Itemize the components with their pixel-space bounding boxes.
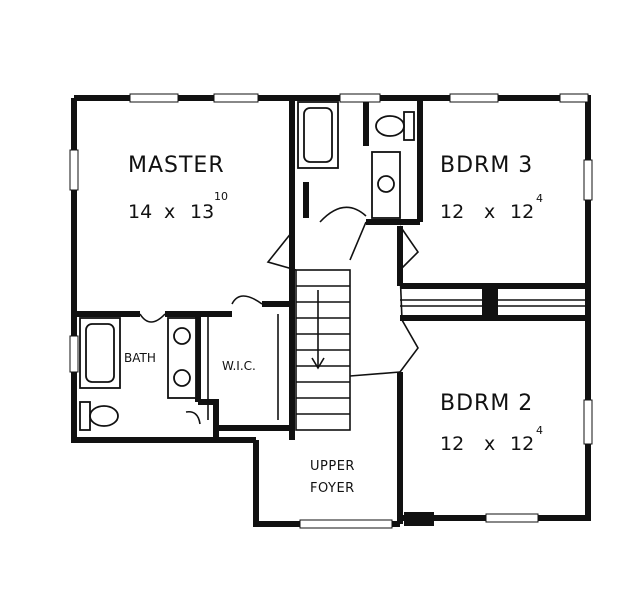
room-dim-bdrm2-sup: 4 [536,424,543,437]
room-dim-bdrm2-a: 12 [440,433,464,455]
room-name-bdrm2: BDRM 2 [440,391,533,416]
windows [69,93,593,529]
toilet-master [79,401,91,431]
closet-column [482,286,498,318]
room-name-master: MASTER [128,153,225,178]
foyer-label-line1: UPPER [310,459,355,474]
doors [139,206,367,425]
corner-block [404,512,434,526]
foyer-label-line2: FOYER [310,481,355,496]
stair-treads [296,285,350,415]
room-dim-bdrm3-a: 12 [440,201,464,223]
door-wic [231,295,263,305]
wall-master-left [71,98,256,443]
room-name-bdrm3: BDRM 3 [440,153,533,178]
room-labels: MASTER 14 x 13 10 BDRM 3 12 x 12 4 BDRM … [124,153,543,496]
staircase [295,269,401,431]
fixtures [79,101,415,431]
wall-right-lower [400,314,591,521]
wall-bath-closet [198,399,219,440]
toilet-hall [403,111,415,141]
closet-between-bedrooms [400,286,588,318]
room-dim-master-b: 13 [190,201,214,223]
hall-railing [266,221,420,373]
room-dim-master-a: 14 [128,201,152,223]
stair-arrowhead [311,357,325,370]
room-name-bath: BATH [124,351,156,365]
door-master-bath [139,313,166,323]
door-hall-bath [319,206,367,223]
room-dim-bdrm3-b: 12 [510,201,534,223]
room-dim-master-x: x [164,201,175,223]
room-dim-bdrm2-b: 12 [510,433,534,455]
room-dim-bdrm3-x: x [484,201,495,223]
room-dim-bdrm2-x: x [484,433,495,455]
room-dim-bdrm3-sup: 4 [536,192,543,205]
door-bath-closet [185,410,201,425]
room-name-wic: W.I.C. [222,359,256,373]
room-dim-master-sup: 10 [214,190,228,203]
